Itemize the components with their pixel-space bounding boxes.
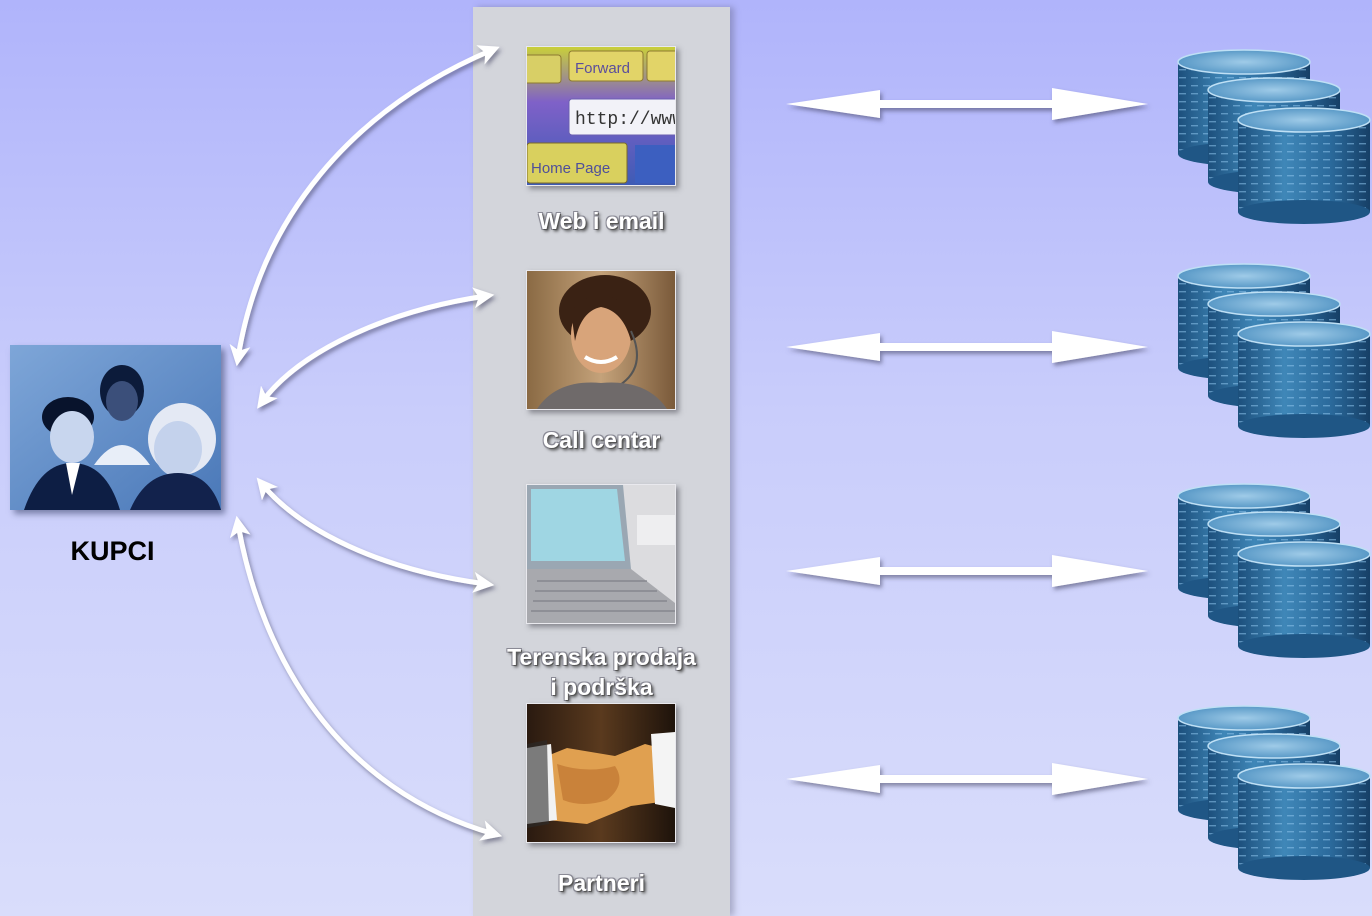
channel-label-line: Web i email bbox=[538, 208, 665, 234]
channel-label-web: Web i email bbox=[473, 206, 730, 236]
arrow-call-customers bbox=[257, 287, 495, 409]
handshake-photo bbox=[526, 703, 676, 843]
browser-forward-text: Forward bbox=[575, 60, 630, 77]
web-email-photo: Forward http://www Home Page bbox=[526, 46, 676, 186]
double-arrow-web-db bbox=[786, 88, 1148, 120]
channel-label-line: Terenska prodaja bbox=[507, 644, 696, 670]
arrow-field-customers bbox=[256, 477, 495, 593]
double-arrow-partners-db bbox=[786, 763, 1148, 795]
channel-label-line: Partneri bbox=[558, 870, 645, 896]
double-arrow-field-db bbox=[786, 555, 1148, 587]
double-arrow-call-db bbox=[786, 331, 1148, 363]
call-center-photo bbox=[526, 270, 676, 410]
channel-label-line: Call centar bbox=[542, 427, 661, 453]
customers-photo bbox=[10, 345, 221, 510]
channel-label-partners: Partneri bbox=[473, 868, 730, 898]
laptop-photo bbox=[526, 484, 676, 624]
browser-home-text: Home Page bbox=[531, 160, 610, 177]
arrow-web-customers bbox=[229, 45, 500, 367]
channel-label-field: Terenska prodaja i podrška bbox=[473, 642, 730, 702]
customers-label: KUPCI bbox=[70, 536, 155, 566]
browser-address-text: http://www bbox=[575, 110, 675, 130]
channel-label-line: i podrška bbox=[550, 674, 653, 700]
arrow-partners-customers bbox=[229, 515, 503, 841]
channel-label-call: Call centar bbox=[473, 425, 730, 455]
